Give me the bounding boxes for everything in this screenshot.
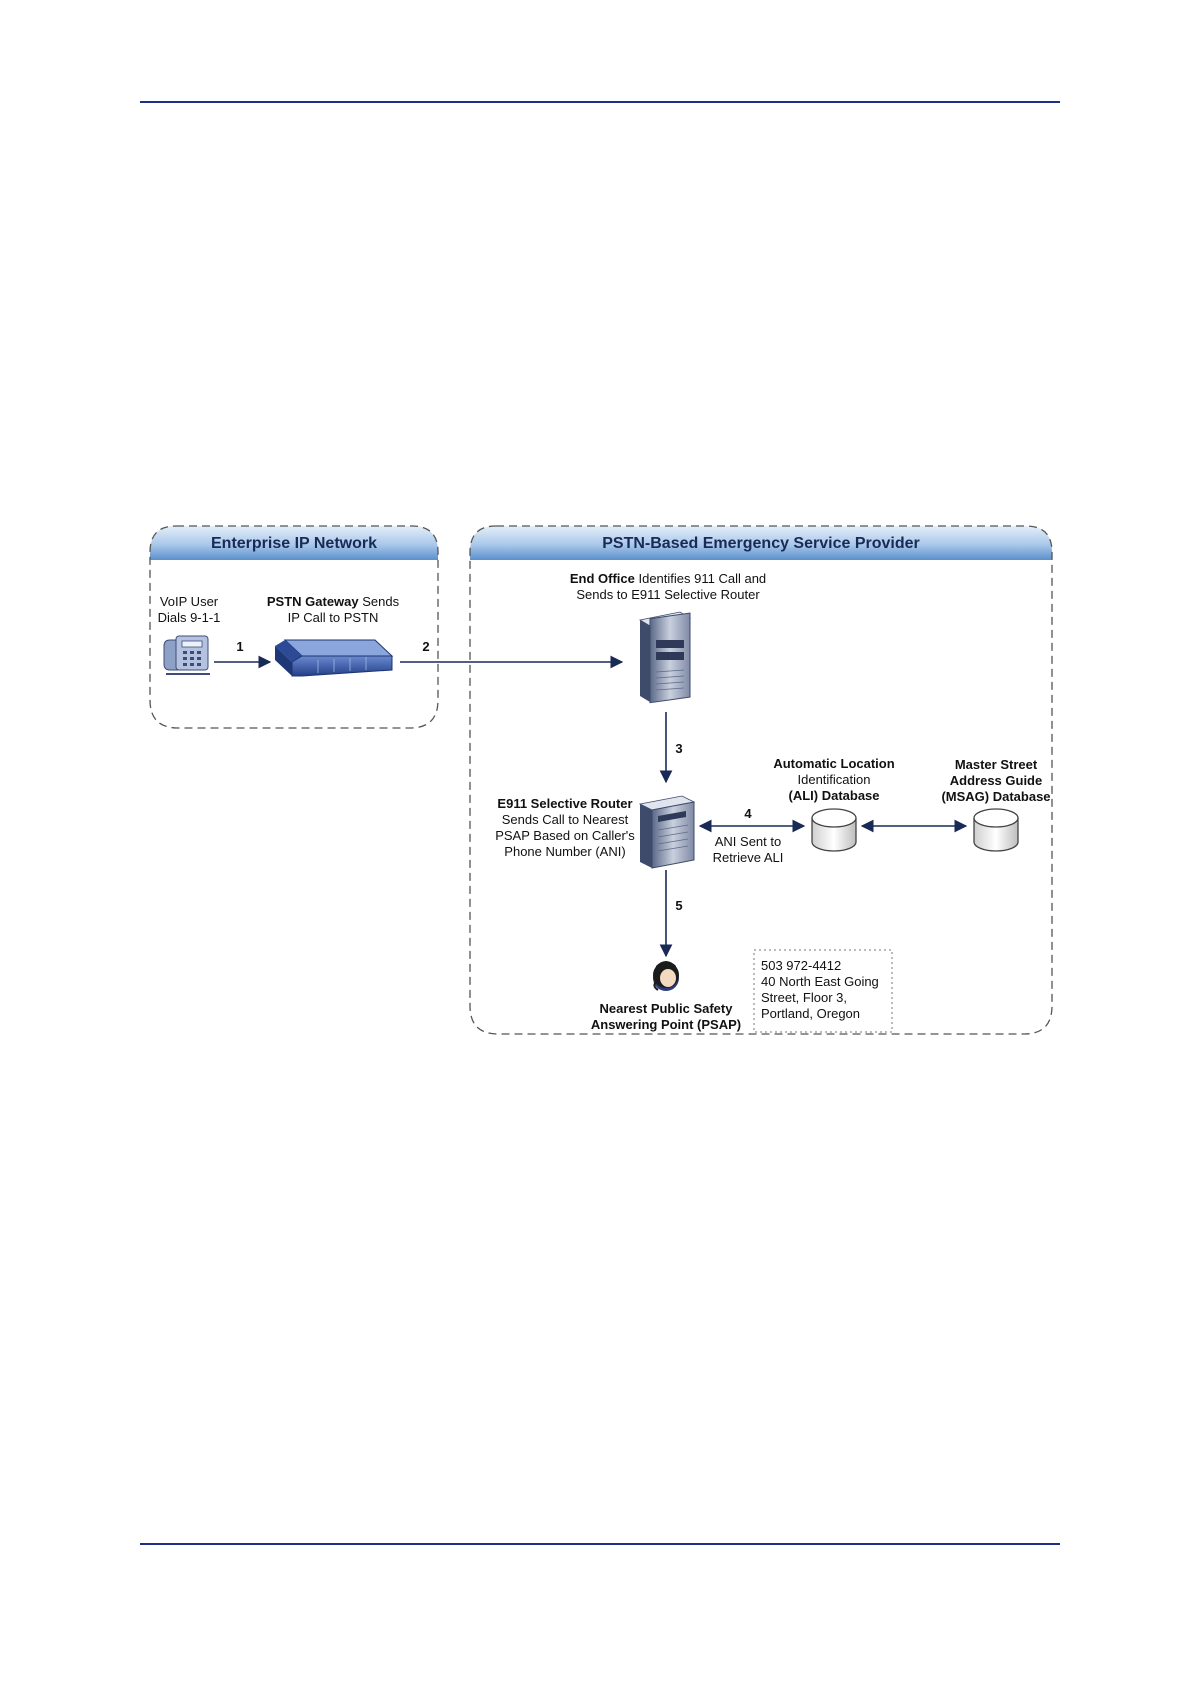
- router-label-2: Sends Call to Nearest: [502, 812, 629, 827]
- pstn-zone-border: [469, 525, 1053, 1035]
- address-line-3: Street, Floor 3,: [761, 990, 847, 1005]
- pstn-zone-header: [470, 526, 1052, 560]
- pstn-zone-title: PSTN-Based Emergency Service Provider: [602, 535, 919, 552]
- end-office-label-bold: End Office: [570, 571, 635, 586]
- step-2-number: 2: [422, 639, 429, 654]
- ali-label-3: (ALI) Database: [788, 788, 879, 803]
- voip-user-label-1: VoIP User: [160, 594, 219, 609]
- psap-operator-icon: [653, 961, 679, 991]
- enterprise-zone-border: [149, 525, 439, 729]
- gateway-label-rest: Sends: [359, 594, 400, 609]
- step-1-number: 1: [236, 639, 243, 654]
- top-rule: [140, 101, 1060, 103]
- desk-phone-icon: [163, 635, 210, 675]
- ali-database-icon: [811, 808, 857, 852]
- gateway-label-1: PSTN Gateway Sends: [267, 594, 400, 609]
- msag-database-icon: [973, 808, 1019, 852]
- step-4-caption-2: Retrieve ALI: [713, 850, 784, 865]
- ali-label-2: Identification: [798, 772, 871, 787]
- msag-label-3: (MSAG) Database: [941, 789, 1050, 804]
- pstn-zone: PSTN-Based Emergency Service Provider: [469, 525, 1053, 1035]
- step-4-caption-1: ANI Sent to: [715, 834, 781, 849]
- end-office-server-icon: [638, 611, 692, 704]
- router-label-4: Phone Number (ANI): [504, 844, 625, 859]
- router-label-1: E911 Selective Router: [497, 796, 632, 811]
- msag-label-2: Address Guide: [950, 773, 1042, 788]
- step-3-number: 3: [675, 741, 682, 756]
- msag-label-1: Master Street: [955, 757, 1038, 772]
- enterprise-zone: Enterprise IP Network: [149, 525, 439, 729]
- pstn-gateway-icon: [275, 639, 394, 677]
- step-5-number: 5: [675, 898, 682, 913]
- step-4-number: 4: [744, 806, 752, 821]
- enterprise-zone-title: Enterprise IP Network: [211, 535, 377, 552]
- ali-label-1: Automatic Location: [773, 756, 894, 771]
- enterprise-zone-header: [150, 526, 438, 560]
- router-label-3: PSAP Based on Caller's: [495, 828, 635, 843]
- bottom-rule: [140, 1543, 1060, 1545]
- gateway-label-bold: PSTN Gateway: [267, 594, 360, 609]
- end-office-label-1: End Office Identifies 911 Call and: [570, 571, 766, 586]
- address-line-2: 40 North East Going: [761, 974, 879, 989]
- address-line-1: 503 972-4412: [761, 958, 841, 973]
- psap-label-1: Nearest Public Safety: [600, 1001, 734, 1016]
- psap-label-2: Answering Point (PSAP): [591, 1017, 741, 1032]
- end-office-label-2: Sends to E911 Selective Router: [576, 587, 760, 602]
- gateway-label-2: IP Call to PSTN: [288, 610, 379, 625]
- voip-user-label-2: Dials 9-1-1: [158, 610, 221, 625]
- address-line-4: Portland, Oregon: [761, 1006, 860, 1021]
- selective-router-server-icon: [638, 795, 696, 869]
- end-office-label-rest: Identifies 911 Call and: [635, 571, 766, 586]
